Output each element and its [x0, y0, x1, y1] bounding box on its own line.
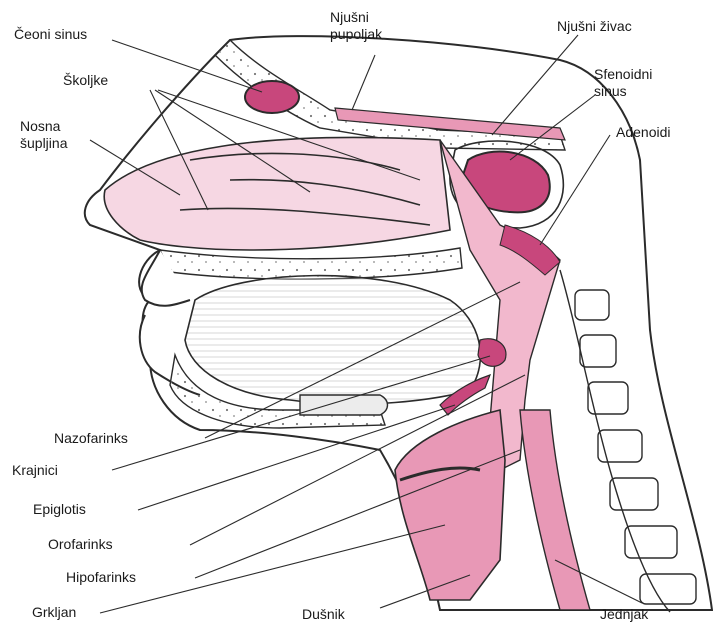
- label-text: Nazofarinks: [54, 430, 128, 447]
- label-njusni-pupoljak: Njušni pupoljak: [330, 9, 382, 43]
- label-grkljan: Grkljan: [32, 604, 76, 621]
- label-text: Hipofarinks: [66, 569, 136, 586]
- label-njusni-zivac: Njušni živac: [557, 18, 632, 35]
- label-sfenoidni-sinus: Sfenoidni sinus: [594, 66, 652, 100]
- label-text: Adenoidi: [616, 124, 671, 141]
- frontal-sinus: [245, 81, 299, 113]
- label-ceoni-sinus: Čeoni sinus: [14, 26, 87, 43]
- label-text: pupoljak: [330, 26, 382, 43]
- label-text: sinus: [594, 83, 652, 100]
- label-text: Njušni: [330, 9, 382, 26]
- label-text: Jednjak: [600, 606, 648, 623]
- tongue: [185, 276, 480, 405]
- label-hipofarinks: Hipofarinks: [66, 569, 136, 586]
- label-skoljke: Školjke: [63, 72, 108, 89]
- label-adenoidi: Adenoidi: [616, 124, 671, 141]
- hyoid: [300, 395, 388, 415]
- label-epiglotis: Epiglotis: [33, 501, 86, 518]
- label-text: Dušnik: [302, 606, 345, 623]
- label-text: Grkljan: [32, 604, 76, 621]
- label-nosna-supljina: Nosna šupljina: [20, 118, 67, 152]
- label-text: Školjke: [63, 72, 108, 89]
- label-text: Epiglotis: [33, 501, 86, 518]
- label-jednjak: Jednjak: [600, 606, 648, 623]
- label-text: Orofarinks: [48, 536, 113, 553]
- label-text: šupljina: [20, 135, 67, 152]
- label-text: Nosna: [20, 118, 67, 135]
- label-dusnik: Dušnik: [302, 606, 345, 623]
- label-text: Sfenoidni: [594, 66, 652, 83]
- label-nazofarinks: Nazofarinks: [54, 430, 128, 447]
- label-text: Njušni živac: [557, 18, 632, 35]
- label-orofarinks: Orofarinks: [48, 536, 113, 553]
- label-text: Čeoni sinus: [14, 26, 87, 43]
- label-krajnici: Krajnici: [12, 462, 58, 479]
- label-text: Krajnici: [12, 462, 58, 479]
